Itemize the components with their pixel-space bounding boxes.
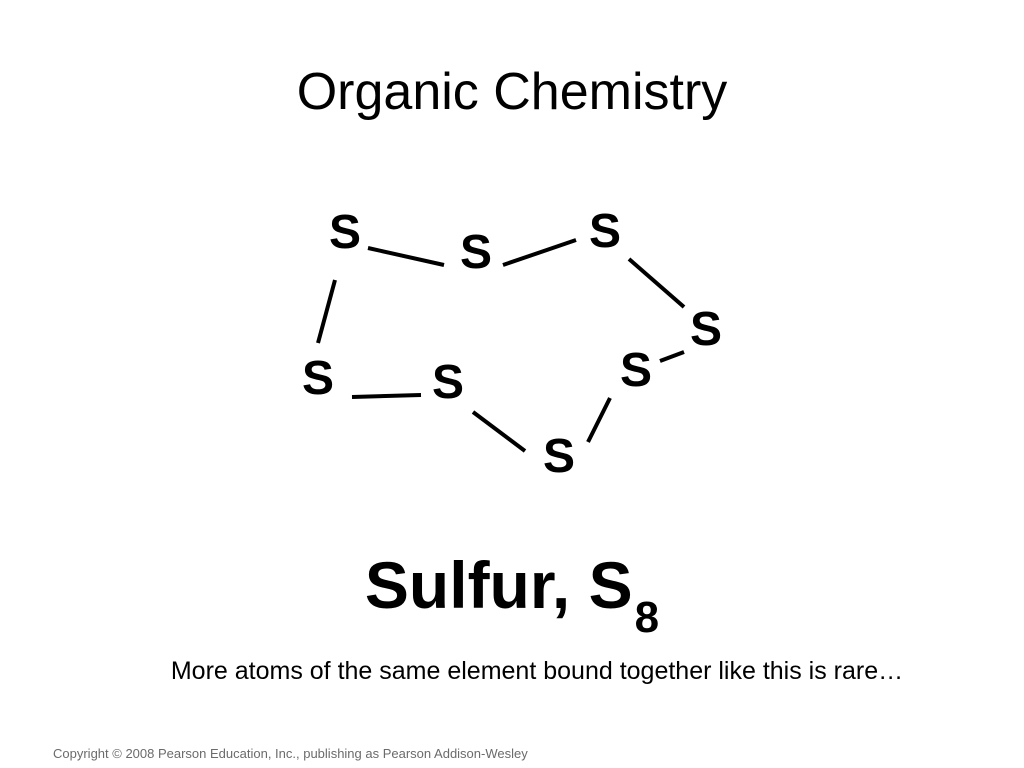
bond-8-1 xyxy=(316,279,337,344)
bond-5-6 xyxy=(586,397,612,443)
bond-3-4 xyxy=(627,257,686,309)
sulfur-atom-8: S xyxy=(302,352,334,405)
molecule-subscript: 8 xyxy=(634,593,660,642)
bond-7-8 xyxy=(351,393,422,399)
sulfur-atom-1: S xyxy=(329,206,361,259)
bond-4-5 xyxy=(659,350,685,363)
copyright-notice: Copyright © 2008 Pearson Education, Inc.… xyxy=(53,746,528,761)
sulfur-atom-6: S xyxy=(543,430,575,483)
molecule-name: Sulfur, S8 xyxy=(0,552,1024,640)
sulfur-atom-3: S xyxy=(589,205,621,258)
slide-caption: More atoms of the same element bound tog… xyxy=(170,657,904,685)
sulfur-atom-7: S xyxy=(432,356,464,409)
sulfur-atom-5: S xyxy=(620,344,652,397)
slide-title: Organic Chemistry xyxy=(296,63,728,121)
molecule-name-text: Sulfur, S xyxy=(364,548,633,622)
bond-2-3 xyxy=(502,238,577,267)
sulfur-atom-2: S xyxy=(460,226,492,279)
bond-6-7 xyxy=(471,410,527,453)
sulfur-atom-4: S xyxy=(690,303,722,356)
bond-1-2 xyxy=(367,246,445,267)
